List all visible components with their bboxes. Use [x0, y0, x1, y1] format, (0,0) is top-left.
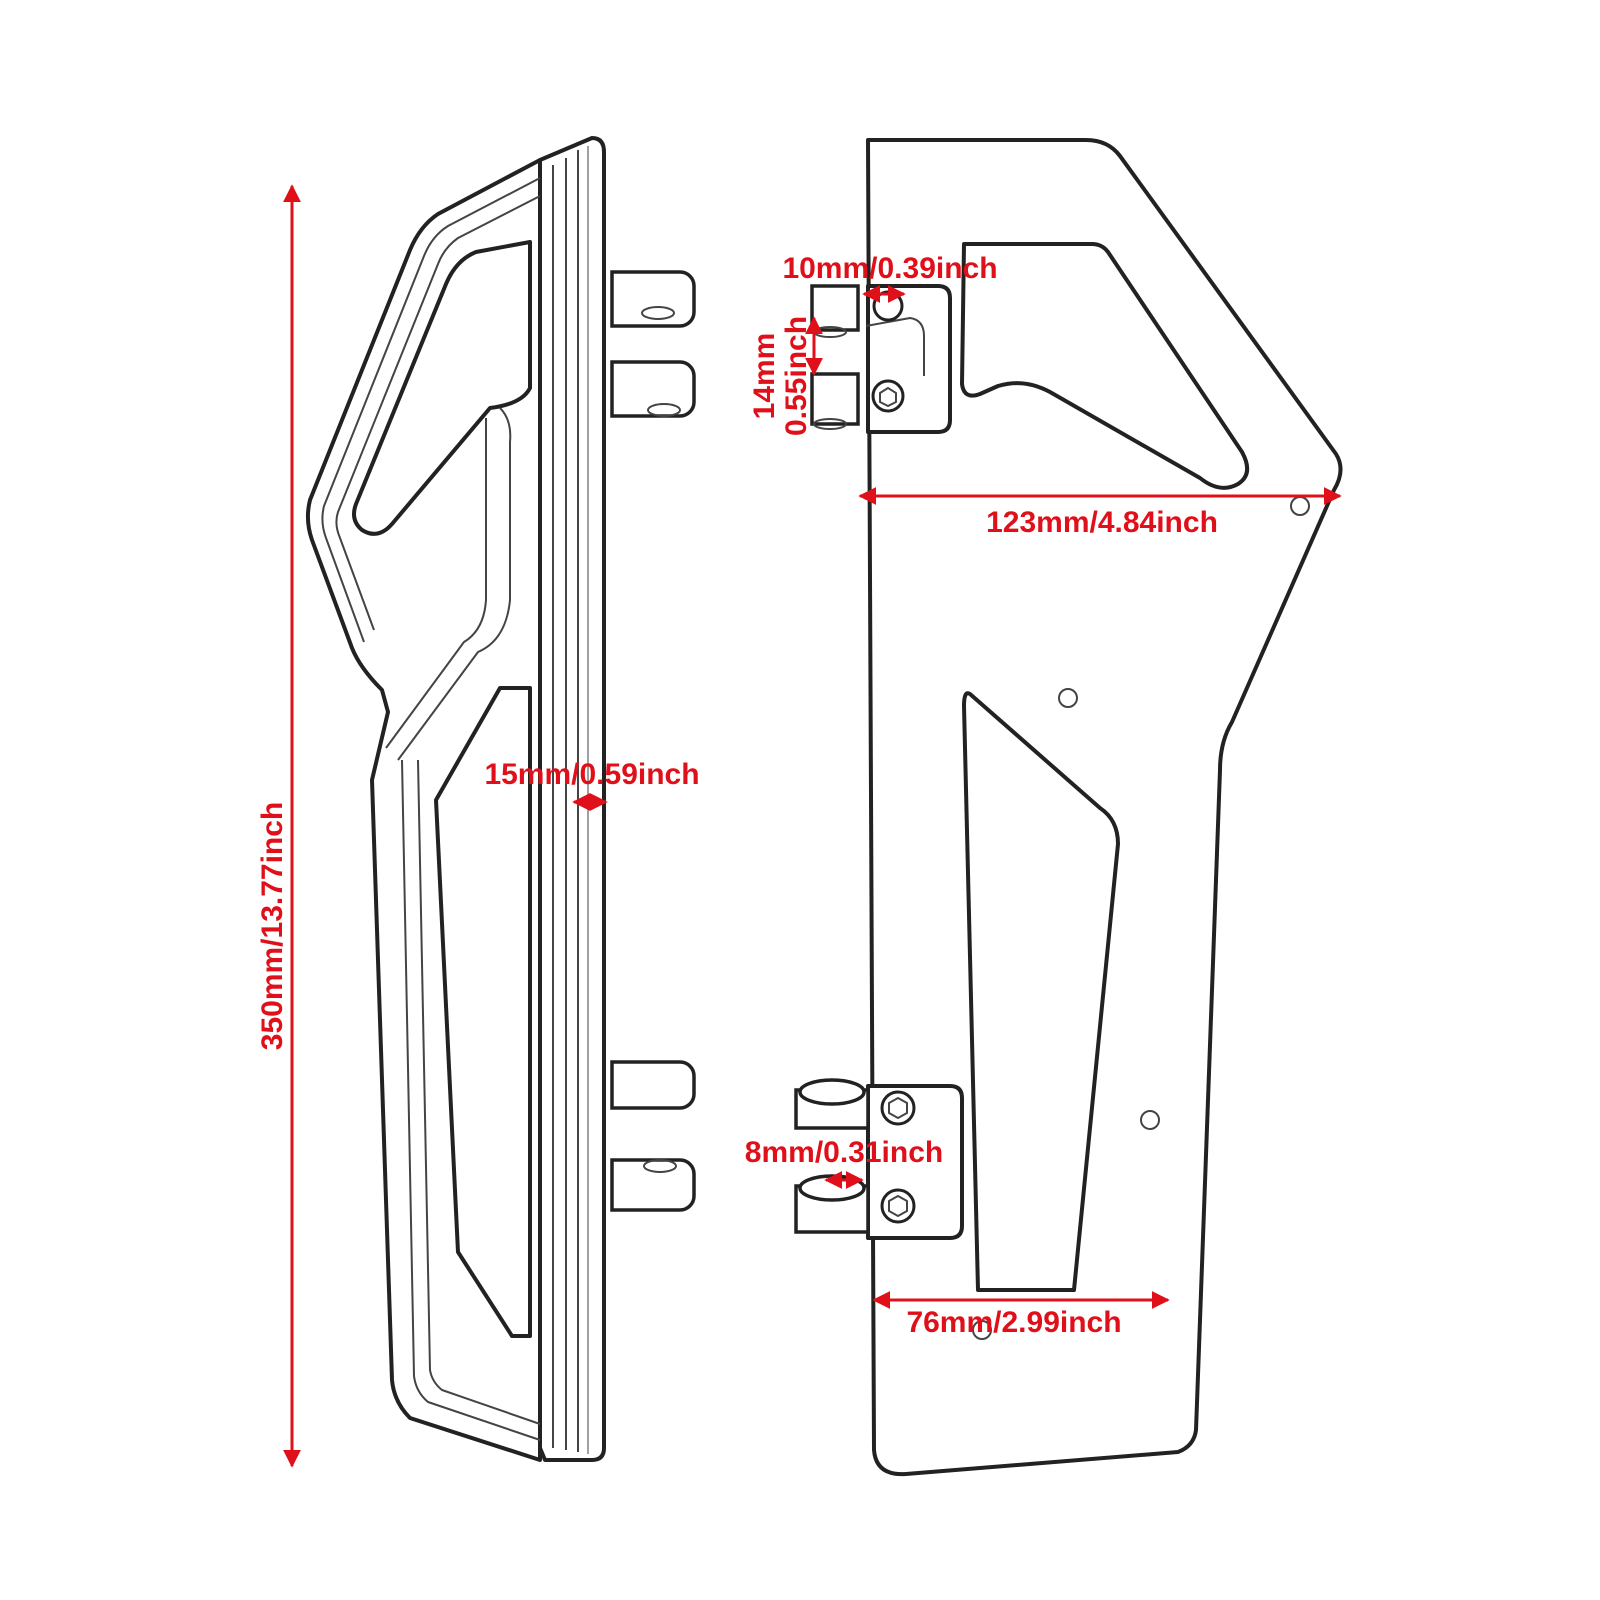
left-hinge-tabs	[610, 270, 696, 1212]
dim-hinge-gap: 14mm 0.55inch	[748, 316, 823, 436]
dim-rail-width: 15mm/0.59inch	[484, 758, 700, 811]
right-upper-cutout	[960, 242, 1250, 490]
dim-top-hole-label: 10mm/0.39inch	[782, 252, 997, 285]
dim-hinge-gap-inch-label: 0.55inch	[780, 316, 813, 436]
right-floorboard-top-view	[794, 138, 1343, 1477]
dim-lower-width: 76mm/2.99inch	[872, 1291, 1170, 1339]
dim-top-hole: 10mm/0.39inch	[782, 252, 998, 303]
left-upper-window	[352, 240, 532, 536]
dim-rail-width-label: 15mm/0.59inch	[484, 758, 699, 791]
right-bottom-hinge	[794, 1078, 964, 1240]
dim-board-width-label: 123mm/4.84inch	[986, 506, 1218, 539]
dim-overall-length-label: 350mm/13.77inch	[256, 802, 289, 1050]
dim-bottom-hole-label: 8mm/0.31inch	[745, 1136, 943, 1169]
left-rail	[538, 136, 606, 1462]
right-lower-cutout	[962, 691, 1120, 1292]
left-floorboard-side-view	[305, 136, 696, 1462]
dim-bottom-hole: 8mm/0.31inch	[745, 1136, 943, 1189]
left-lower-window	[434, 686, 532, 1338]
right-top-hinge	[810, 284, 952, 434]
dim-lower-width-label: 76mm/2.99inch	[906, 1306, 1121, 1339]
dim-board-width: 123mm/4.84inch	[858, 487, 1342, 539]
dim-overall-length: 350mm/13.77inch	[256, 184, 301, 1468]
dim-hinge-gap-mm-label: 14mm	[748, 333, 781, 420]
